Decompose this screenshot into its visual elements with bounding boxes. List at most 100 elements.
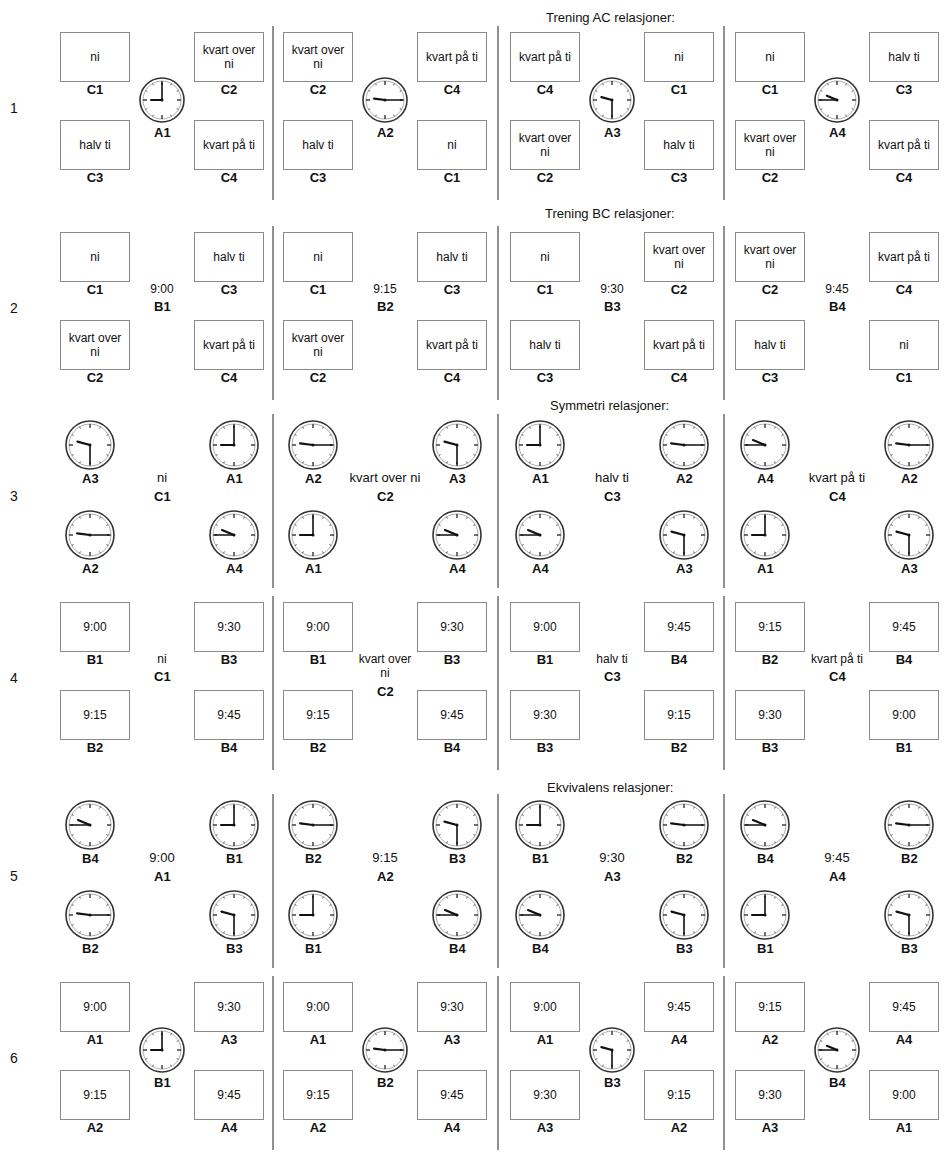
answer-box: kvart over niC2 [283,320,353,386]
clock-tick [244,931,245,933]
clock-rim [888,804,930,846]
clock-tick [694,931,695,933]
stimulus-code: B2 [60,740,130,756]
clock-tick [146,1059,148,1060]
answer-box: 9:45A4 [869,982,939,1048]
clock-tick [919,841,920,843]
stimulus-text: 9:00 [533,1000,556,1014]
stimulus-code: A2 [82,561,99,577]
clock-center [611,1049,614,1052]
clock-tick [775,931,776,933]
stimulus-code: B2 [305,851,322,867]
stimulus-code: A3 [449,471,466,487]
clock-tick [292,534,296,535]
clock-face [516,511,564,559]
clock-center [908,824,911,827]
clock-tick [467,517,468,519]
stimulus-text: halv ti [529,338,560,352]
hour-hand [671,443,684,445]
clock-center [764,824,767,827]
minute-hand [611,100,613,117]
clock-tick [250,925,252,926]
box-text: 9:00 [283,982,353,1032]
clock-face [885,421,933,469]
clock-tick [216,925,218,926]
clock-face [885,801,933,849]
clock-tick [250,525,252,526]
clock-rim [744,804,786,846]
clock-tick [755,897,756,899]
clock-face [741,421,789,469]
clock-tick [171,1034,172,1036]
panel-separator [724,794,725,968]
clock-tick [908,804,909,808]
clock-tick [366,1049,370,1050]
clock-tick [764,804,765,808]
clock-tick [329,835,331,836]
clock-tick [384,115,385,119]
clock-tick [782,534,786,535]
clock-tick [891,905,893,906]
sample-stimulus: kvart på ti [807,652,867,666]
clock-tick [473,545,475,546]
stimulus-code: B1 [60,652,130,668]
clock-tick [852,1049,856,1050]
clock-tick [782,824,786,825]
clock-tick [72,435,74,436]
clock-tick [369,1041,371,1042]
sample-stimulus: 9:45 [799,850,875,866]
clock-tick [89,424,90,428]
clock-tick [292,824,296,825]
stimulus-code: A1 [532,471,549,487]
clock-tick [473,525,475,526]
answer-box: niC1 [510,232,580,298]
clock-tick [216,455,218,456]
clock-tick [627,1059,629,1060]
clock-face [660,421,708,469]
clock-tick [701,914,705,915]
stimulus-code: B4 [194,740,264,756]
stimulus-text: kvart over ni [289,331,347,360]
clock-tick [72,925,74,926]
minute-hand [764,516,766,535]
box-text: halv ti [417,232,487,282]
clock-face [660,801,708,849]
hour-hand [752,914,765,916]
panel-separator [498,976,499,1150]
stimulus-text: 9:30 [533,1088,556,1102]
clock-tick [925,835,927,836]
panel-separator [273,226,274,400]
clock-rim [292,894,334,936]
clock-rim [593,81,631,119]
answer-box: niC1 [869,320,939,386]
clock-tick [764,932,765,936]
clock-face [210,511,258,559]
stimulus-code: A4 [417,1120,487,1136]
answer-box: niC1 [644,32,714,98]
stimulus-text: 9:15 [667,708,690,722]
answer-box: kvart over niC2 [644,232,714,298]
answer-box: kvart på tiC4 [510,32,580,98]
clock-rim [436,804,478,846]
clock-center [908,534,911,537]
clock-tick [919,427,920,429]
stimulus-text: halv ti [754,338,785,352]
clock-tick [764,842,765,846]
clock-rim [69,514,111,556]
sample-code: A1 [154,869,171,885]
clock-rim [744,894,786,936]
sample-stimulus: 9:00 [124,850,200,866]
sample-stimulus: 9:30 [574,850,650,866]
hour-hand [445,910,457,915]
clock-tick [80,807,81,809]
clock-tick [828,1065,829,1067]
stimulus-text: ni [674,50,683,64]
clock-tick [89,842,90,846]
stimulus-code: B3 [676,941,693,957]
sample-code: B3 [604,1075,621,1091]
clock-center [161,99,164,102]
stimulus-code: C4 [644,370,714,386]
box-text: halv ti [735,320,805,370]
clock-tick [80,841,81,843]
clock-tick [674,931,675,933]
